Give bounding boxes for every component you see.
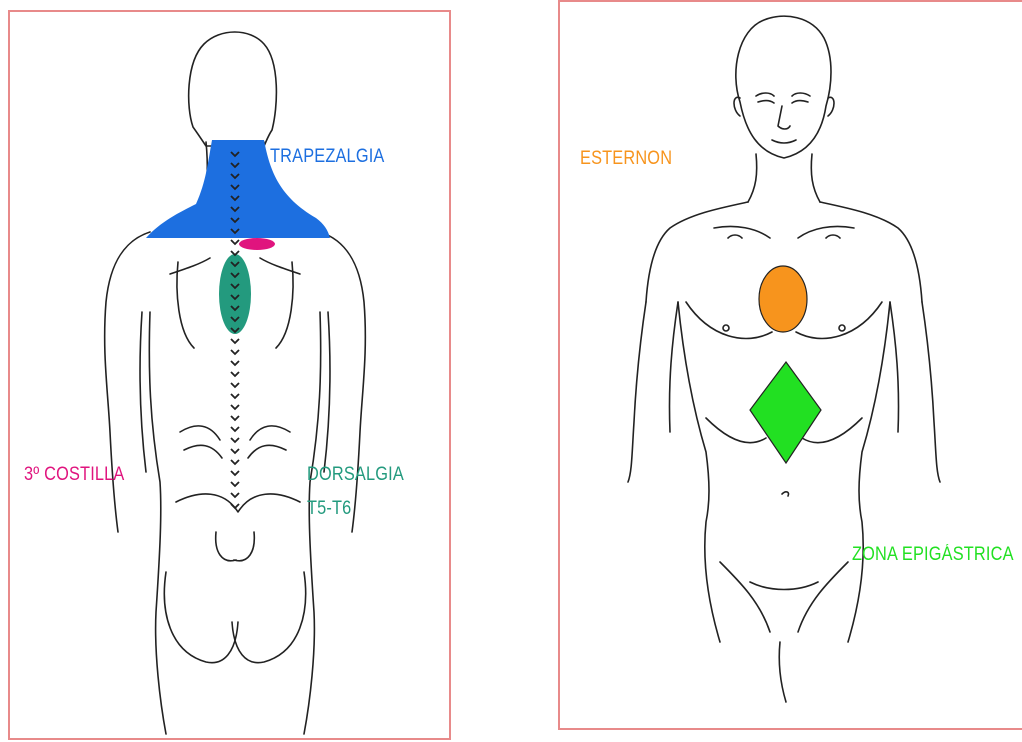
epigastrica-region <box>750 362 821 463</box>
esternon-label: ESTERNON <box>580 148 672 170</box>
back-body-outline <box>105 32 366 734</box>
vertebra-mark <box>231 361 239 365</box>
epigastrica-label: ZONA EPIGÁSTRICA <box>852 544 1014 566</box>
back-body-figure <box>10 12 453 742</box>
front-body-figure <box>560 2 1022 742</box>
trapezalgia-label: TRAPEZALGIA <box>270 146 384 168</box>
vertebra-mark <box>231 350 239 354</box>
vertebra-mark <box>231 372 239 376</box>
vertebra-mark <box>231 240 239 244</box>
back-view-panel: TRAPEZALGIA 3º COSTILLA DORSALGIA T5-T6 <box>8 10 451 740</box>
esternon-region <box>759 266 807 332</box>
vertebra-mark <box>231 471 239 475</box>
vertebra-mark <box>231 405 239 409</box>
vertebra-mark <box>231 416 239 420</box>
vertebra-mark <box>231 504 239 508</box>
vertebra-mark <box>231 251 239 255</box>
vertebra-mark <box>231 460 239 464</box>
vertebra-mark <box>231 383 239 387</box>
vertebra-mark <box>231 438 239 442</box>
costilla-region <box>239 238 275 250</box>
dorsalgia-label: DORSALGIA <box>307 464 404 486</box>
costilla-label: 3º COSTILLA <box>24 464 124 486</box>
vertebra-mark <box>231 339 239 343</box>
front-body-outline <box>628 16 940 702</box>
vertebra-mark <box>231 394 239 398</box>
vertebra-mark <box>231 482 239 486</box>
vertebra-mark <box>231 493 239 497</box>
vertebra-mark <box>231 427 239 431</box>
dorsalgia-segment-label: T5-T6 <box>307 498 351 520</box>
front-view-panel: ESTERNON ZONA EPIGÁSTRICA <box>558 0 1022 730</box>
vertebra-mark <box>231 449 239 453</box>
